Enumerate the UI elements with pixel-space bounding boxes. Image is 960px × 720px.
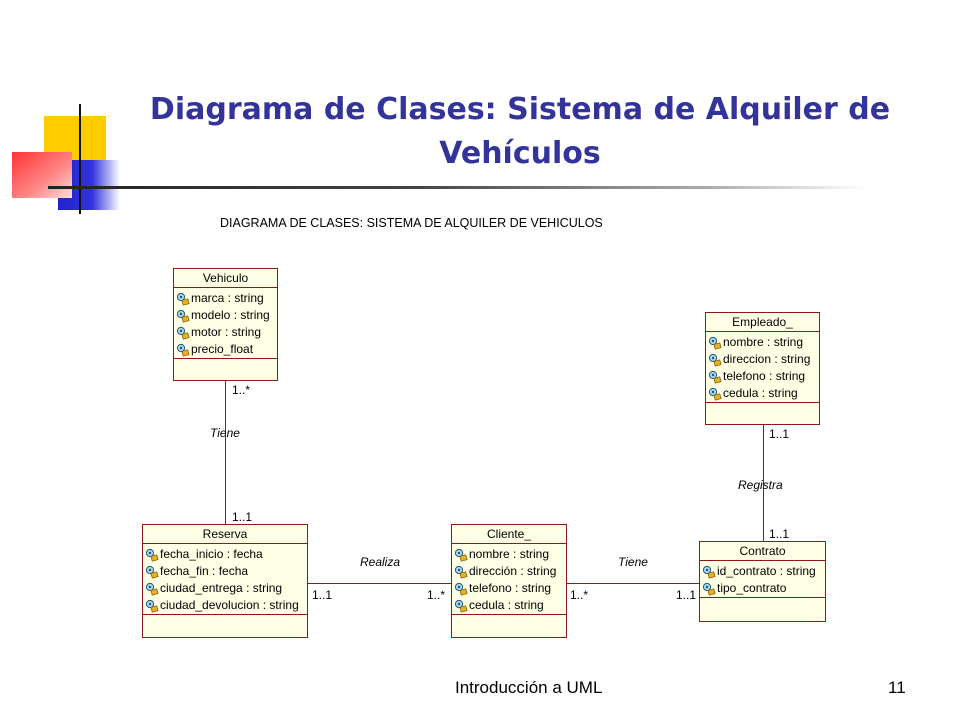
attribute-text: telefono : string <box>469 581 552 595</box>
attribute-row[interactable]: id_contrato : string <box>702 563 825 580</box>
attribute-row[interactable]: dirección : string <box>454 563 566 580</box>
attribute-key-icon <box>176 343 190 357</box>
multiplicity-contrato-left: 1..1 <box>676 588 697 602</box>
attribute-key-icon <box>145 548 159 562</box>
attribute-key-icon <box>145 599 159 613</box>
attribute-row[interactable]: precio_float <box>176 341 277 358</box>
multiplicity-empleado: 1..1 <box>769 427 790 441</box>
attribute-text: modelo : string <box>191 308 270 322</box>
attribute-row[interactable]: cedula : string <box>454 597 566 614</box>
attribute-key-icon <box>708 336 722 350</box>
assoc-label-vehiculo-reserva: Tiene <box>210 426 240 440</box>
assoc-line-cliente-contrato <box>567 583 699 584</box>
class-contrato-name: Contrato <box>700 542 825 561</box>
class-vehiculo[interactable]: Vehiculo marca : string modelo : string … <box>173 268 278 381</box>
attribute-key-icon <box>454 599 468 613</box>
attribute-key-icon <box>454 582 468 596</box>
assoc-label-cliente-contrato: Tiene <box>618 555 648 569</box>
attribute-row[interactable]: marca : string <box>176 290 277 307</box>
attribute-text: marca : string <box>191 291 264 305</box>
attribute-text: precio_float <box>191 342 254 356</box>
attribute-key-icon <box>708 387 722 401</box>
decor-vertical-line <box>79 104 81 214</box>
multiplicity-cliente-left: 1..* <box>427 588 446 602</box>
slide-title-line-2: Vehículos <box>439 136 601 171</box>
multiplicity-cliente-right: 1..* <box>570 588 589 602</box>
attribute-text: fecha_fin : fecha <box>160 564 249 578</box>
attribute-key-icon <box>145 565 159 579</box>
attribute-row[interactable]: modelo : string <box>176 307 277 324</box>
attribute-row[interactable]: tipo_contrato <box>702 580 825 597</box>
multiplicity-contrato-top: 1..1 <box>769 527 790 541</box>
attribute-row[interactable]: fecha_fin : fecha <box>145 563 307 580</box>
class-empleado-name: Empleado_ <box>706 313 819 332</box>
attribute-text: motor : string <box>191 325 262 339</box>
attribute-key-icon <box>708 353 722 367</box>
attribute-row[interactable]: cedula : string <box>708 385 819 402</box>
attribute-text: nombre : string <box>469 547 550 561</box>
attribute-row[interactable]: nombre : string <box>454 546 566 563</box>
attribute-text: nombre : string <box>723 335 804 349</box>
attribute-key-icon <box>708 370 722 384</box>
diagram-caption: DIAGRAMA DE CLASES: SISTEMA DE ALQUILER … <box>220 216 603 230</box>
attribute-row[interactable]: ciudad_entrega : string <box>145 580 307 597</box>
attribute-row[interactable]: nombre : string <box>708 334 819 351</box>
class-cliente[interactable]: Cliente_ nombre : string dirección : str… <box>451 524 567 638</box>
multiplicity-reserva-top: 1..1 <box>232 510 253 524</box>
attribute-text: ciudad_devolucion : string <box>160 598 299 612</box>
assoc-line-empleado-contrato <box>763 425 764 541</box>
attribute-row[interactable]: telefono : string <box>708 368 819 385</box>
attribute-text: ciudad_entrega : string <box>160 581 283 595</box>
class-cliente-attributes: nombre : string dirección : string telef… <box>452 544 566 615</box>
class-empleado-attributes: nombre : string direccion : string telef… <box>706 332 819 403</box>
attribute-key-icon <box>454 565 468 579</box>
class-reserva-name: Reserva <box>143 525 307 544</box>
slide-title-line-1: Diagrama de Clases: Sistema de Alquiler … <box>149 92 891 127</box>
class-reserva-attributes: fecha_inicio : fecha fecha_fin : fecha c… <box>143 544 307 615</box>
footer-label: Introducción a UML <box>455 678 603 697</box>
attribute-key-icon <box>176 309 190 323</box>
attribute-text: cedula : string <box>723 386 798 400</box>
assoc-line-vehiculo-reserva <box>225 381 226 524</box>
attribute-key-icon <box>176 326 190 340</box>
class-vehiculo-name: Vehiculo <box>174 269 277 288</box>
class-contrato[interactable]: Contrato id_contrato : string tipo_contr… <box>699 541 826 622</box>
attribute-key-icon <box>454 548 468 562</box>
attribute-row[interactable]: motor : string <box>176 324 277 341</box>
attribute-key-icon <box>702 565 716 579</box>
attribute-key-icon <box>176 292 190 306</box>
multiplicity-reserva-right: 1..1 <box>312 588 333 602</box>
class-contrato-attributes: id_contrato : string tipo_contrato <box>700 561 825 598</box>
class-cliente-name: Cliente_ <box>452 525 566 544</box>
attribute-text: telefono : string <box>723 369 806 383</box>
class-empleado[interactable]: Empleado_ nombre : string direccion : st… <box>705 312 820 425</box>
assoc-label-reserva-cliente: Realiza <box>360 555 401 569</box>
attribute-text: cedula : string <box>469 598 544 612</box>
class-reserva[interactable]: Reserva fecha_inicio : fecha fecha_fin :… <box>142 524 308 638</box>
assoc-line-reserva-cliente <box>308 583 451 584</box>
attribute-key-icon <box>702 582 716 596</box>
attribute-row[interactable]: telefono : string <box>454 580 566 597</box>
attribute-row[interactable]: ciudad_devolucion : string <box>145 597 307 614</box>
attribute-text: direccion : string <box>723 352 811 366</box>
attribute-text: dirección : string <box>469 564 557 578</box>
attribute-text: tipo_contrato <box>717 581 787 595</box>
attribute-text: id_contrato : string <box>717 564 816 578</box>
page-number: 11 <box>888 678 906 697</box>
assoc-label-empleado-contrato: Registra <box>738 478 783 492</box>
attribute-row[interactable]: direccion : string <box>708 351 819 368</box>
class-vehiculo-attributes: marca : string modelo : string motor : s… <box>174 288 277 359</box>
attribute-row[interactable]: fecha_inicio : fecha <box>145 546 307 563</box>
attribute-text: fecha_inicio : fecha <box>160 547 263 561</box>
title-divider <box>48 186 868 189</box>
attribute-key-icon <box>145 582 159 596</box>
multiplicity-vehiculo: 1..* <box>232 383 251 397</box>
decor-red-square <box>12 152 72 198</box>
slide-title: Diagrama de Clases: Sistema de Alquiler … <box>100 88 940 176</box>
